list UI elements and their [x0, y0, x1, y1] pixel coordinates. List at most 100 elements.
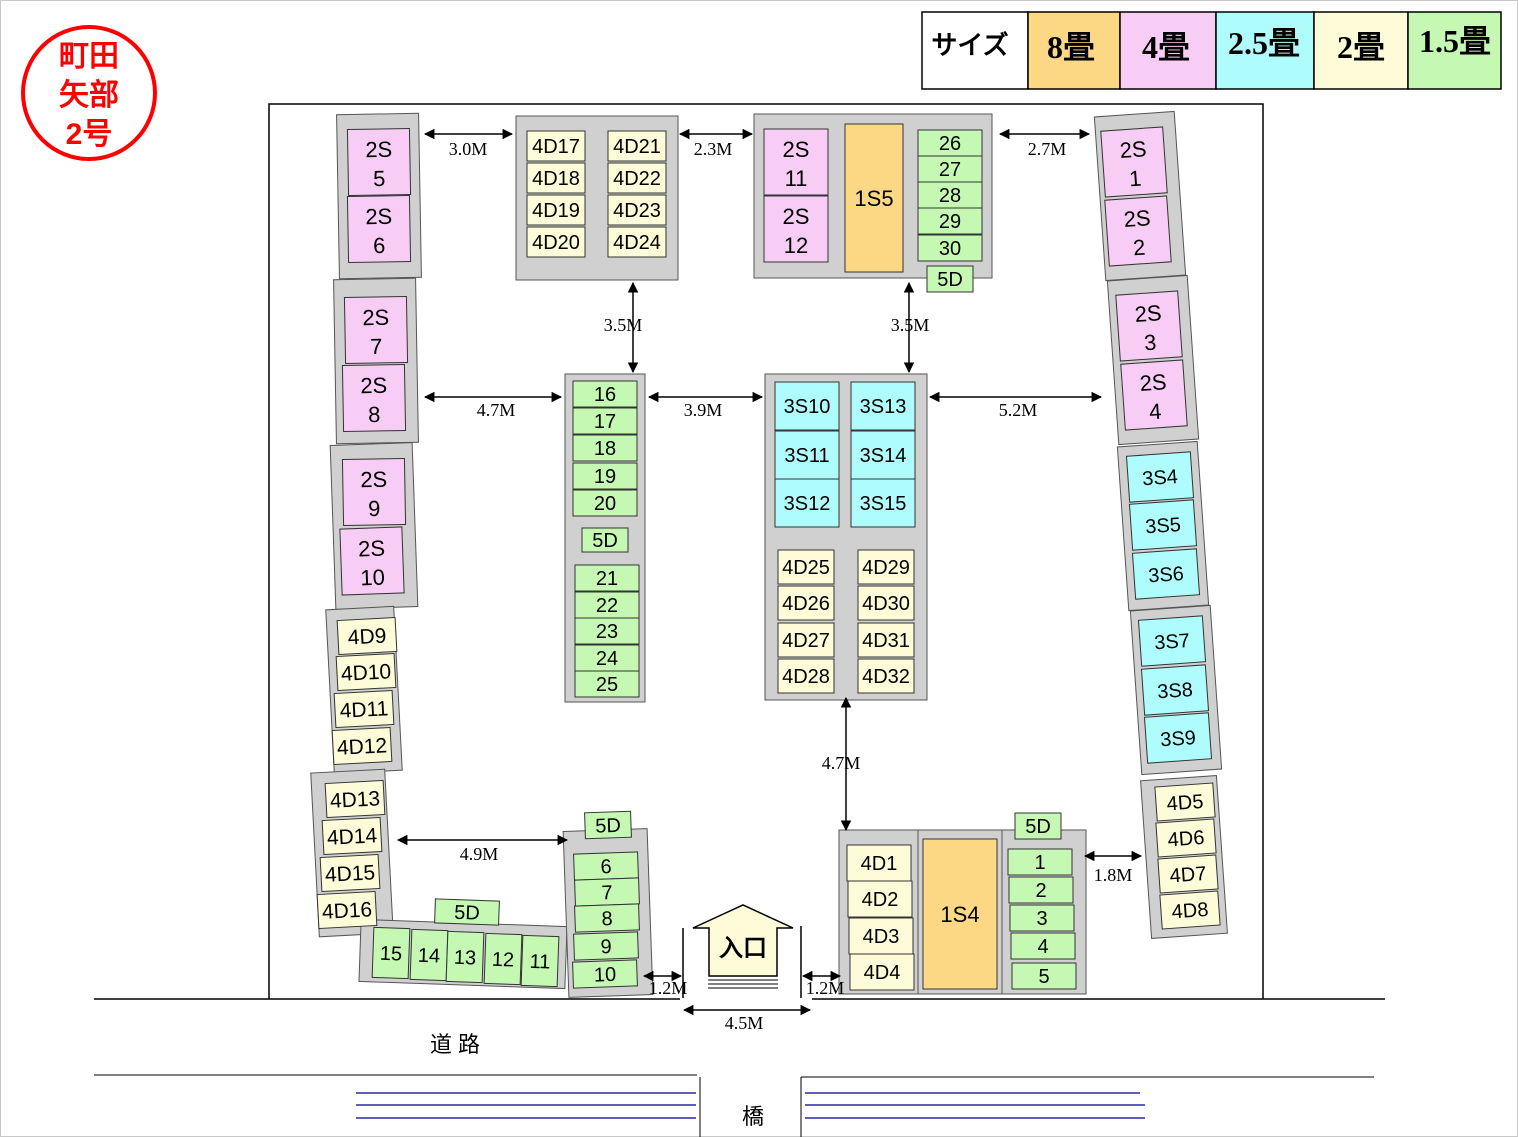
unit-4d11: 4D11 — [333, 689, 395, 729]
unit-box — [857, 622, 915, 658]
unit-3s12: 3S12 — [774, 478, 840, 528]
unit-label: 10 — [594, 964, 617, 987]
unit-5d: 5D — [1014, 812, 1062, 840]
unit-box — [763, 128, 829, 196]
unit-box — [339, 526, 405, 596]
unit-label: 4D17 — [532, 136, 580, 158]
unit-label: 4D13 — [329, 787, 380, 813]
distance-3-0m: 3.0M — [423, 128, 514, 159]
unit-5d: 5D — [584, 810, 632, 840]
unit-label: 4D18 — [532, 168, 580, 190]
distance-5-2m: 5.2M — [928, 391, 1103, 420]
unit-4d31: 4D31 — [857, 622, 915, 658]
unit-1s5: 1S5 — [844, 123, 904, 273]
unit-box — [572, 434, 638, 462]
unit-label: 4D15 — [324, 861, 375, 887]
size-legend: サイズ 8畳 4畳 2.5畳 2畳 1.5畳 — [921, 11, 1502, 90]
unit-4d2: 4D2 — [847, 880, 913, 918]
unit-5d: 5D — [926, 265, 974, 293]
unit-3s8: 3S8 — [1140, 664, 1210, 716]
unit-4d16: 4D16 — [316, 890, 378, 930]
unit-label-number: 12 — [784, 233, 808, 258]
distance-2-3m: 2.3M — [678, 128, 754, 159]
unit-box — [1115, 290, 1183, 362]
unit-label: 4D7 — [1169, 863, 1207, 888]
distance-4-7m: 4.7M — [423, 391, 563, 420]
unit-box — [774, 381, 840, 431]
unit-box — [607, 226, 667, 258]
unit-box — [774, 430, 840, 480]
unit-5d: 5D — [581, 527, 629, 553]
unit-label-prefix: 2S — [365, 204, 392, 229]
unit-box — [573, 931, 639, 961]
unit-box — [1125, 451, 1195, 503]
unit-4d1: 4D1 — [846, 844, 912, 882]
distance-3-9m: 3.9M — [647, 391, 764, 420]
unit-box — [572, 380, 638, 408]
unit-label: 1S5 — [854, 186, 893, 211]
unit-17: 17 — [572, 407, 638, 435]
distance-label: 3.9M — [684, 400, 723, 420]
unit-label: 3S11 — [784, 445, 829, 467]
unit-label: 13 — [453, 947, 476, 970]
legend-label-2-5: 2.5畳 — [1228, 25, 1300, 61]
unit-box — [331, 726, 393, 766]
unit-box — [607, 162, 667, 194]
unit-label-number: 3 — [1143, 330, 1157, 356]
unit-label: 4D26 — [782, 593, 830, 615]
unit-30: 30 — [917, 234, 983, 262]
unit-box — [917, 207, 983, 235]
unit-box — [857, 585, 915, 621]
unit-label: 4D27 — [782, 630, 830, 652]
unit-label: 4D9 — [347, 625, 387, 650]
unit-4d3: 4D3 — [848, 917, 914, 955]
unit-29: 29 — [917, 207, 983, 235]
unit-22: 22 — [574, 591, 640, 619]
unit-label: 3 — [1036, 908, 1047, 930]
unit-box — [917, 129, 983, 157]
unit-24: 24 — [574, 644, 640, 672]
unit-box — [1007, 848, 1073, 876]
unit-label: 28 — [939, 185, 961, 207]
unit-4d8: 4D8 — [1159, 890, 1221, 930]
unit-2s7: 2S7 — [343, 295, 409, 365]
unit-box — [336, 616, 398, 656]
unit-box — [849, 953, 915, 991]
unit-box — [343, 295, 409, 365]
unit-3s5: 3S5 — [1128, 499, 1198, 551]
unit-box — [857, 549, 915, 585]
unit-box — [847, 880, 913, 918]
unit-label: 22 — [596, 595, 618, 617]
unit-label: 4D22 — [613, 168, 661, 190]
unit-4d25: 4D25 — [777, 549, 835, 585]
distance-label: 2.3M — [694, 139, 733, 159]
unit-3s4: 3S4 — [1125, 451, 1195, 503]
distance-label: 5.2M — [999, 400, 1038, 420]
unit-1s4: 1S4 — [922, 838, 998, 990]
distance-label: 3.5M — [891, 315, 930, 335]
unit-4d26: 4D26 — [777, 585, 835, 621]
unit-label: 4D12 — [336, 734, 387, 760]
unit-label: 4D8 — [1171, 899, 1209, 924]
distance-label: 1.2M — [649, 978, 688, 998]
unit-3s15: 3S15 — [850, 478, 916, 528]
unit-label: 4D1 — [861, 853, 898, 875]
unit-2s3: 2S3 — [1115, 290, 1183, 362]
unit-label: 18 — [594, 438, 616, 460]
unit-label-number: 6 — [373, 233, 386, 258]
unit-box — [341, 457, 407, 527]
unit-4: 4 — [1010, 932, 1076, 960]
site-boundary — [268, 103, 1264, 999]
unit-label: 5D — [1025, 816, 1051, 838]
unit-label-prefix: 2S — [783, 137, 810, 162]
unit-4d20: 4D20 — [526, 226, 586, 258]
unit-23: 23 — [574, 617, 640, 645]
distance-2-7m: 2.7M — [998, 128, 1091, 159]
legend-label-8: 8畳 — [1047, 29, 1095, 65]
distance-label: 3.0M — [449, 139, 488, 159]
stamp-line-2: 矢部 — [59, 78, 119, 112]
river-lines — [356, 1092, 1145, 1119]
unit-2s1: 2S1 — [1100, 126, 1168, 198]
unit-label: 4D28 — [782, 666, 830, 688]
unit-label: 4D19 — [532, 200, 580, 222]
